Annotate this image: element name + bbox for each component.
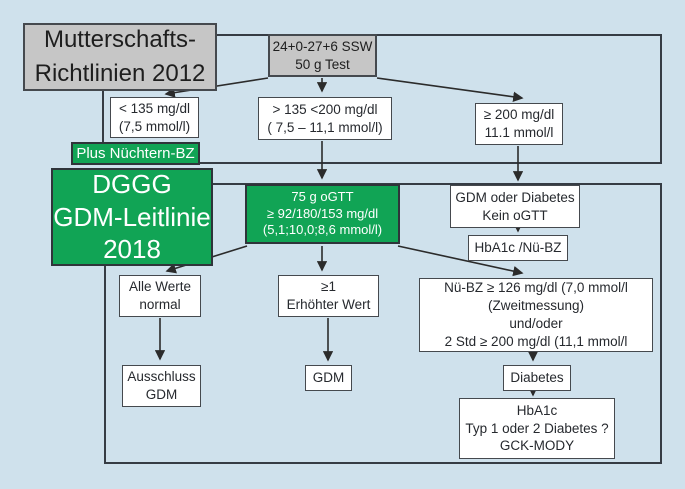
node-line: 24+0-27+6 SSW [272, 38, 373, 54]
node-hba1c-typ: HbA1c Typ 1 oder 2 Diabetes ? GCK-MODY [459, 398, 615, 459]
node-line: ≥ 200 mg/dl [483, 107, 555, 123]
node-line: Erhöhter Wert [286, 297, 371, 312]
node-line: GDM [145, 387, 178, 402]
node-dggg-leitlinie: DGGG GDM-Leitlinie 2018 [51, 168, 213, 266]
node-mutterschafts-richtlinien: Mutterschafts- Richtlinien 2012 [23, 23, 217, 91]
node-line: > 135 <200 mg/dl [272, 101, 378, 117]
node-line: normal [139, 297, 181, 312]
node-line: DGGG [92, 169, 172, 200]
node-erhoehter-wert: ≥1 Erhöhter Wert [278, 275, 379, 317]
node-line: Kein oGTT [482, 207, 548, 223]
node-line: 75 g oGTT [291, 188, 354, 204]
arrow-ogtt-to-nubz [397, 245, 524, 277]
node-ssw-50g-test: 24+0-27+6 SSW 50 g Test [268, 34, 377, 77]
node-line: (7,5 mmol/l) [118, 118, 191, 134]
node-line: 50 g Test [295, 56, 350, 72]
node-nubz-criteria: Nü-BZ ≥ 126 mg/dl (7,0 mmol/l (Zweitmess… [419, 278, 653, 352]
node-alle-werte-normal: Alle Werte normal [119, 275, 201, 317]
node-line: Nü-BZ ≥ 126 mg/dl (7,0 mmol/l [444, 280, 628, 296]
node-gdm: GDM [305, 365, 352, 391]
node-line: und/oder [509, 316, 563, 331]
node-line: GDM-Leitlinie [53, 201, 211, 232]
node-line: Mutterschafts- [43, 26, 197, 54]
node-line: GDM [312, 370, 345, 386]
node-line: Richtlinien 2012 [34, 60, 206, 87]
arrow-50g-to-ge200 [376, 77, 524, 102]
node-plus-nuechtern-bz: Plus Nüchtern-BZ [71, 142, 200, 165]
arrow-50g-to-lt135 [164, 77, 269, 98]
node-75g-ogtt: 75 g oGTT ≥ 92/180/153 mg/dl (5,1;10,0;8… [245, 184, 400, 244]
node-line: ≥1 [321, 279, 336, 295]
node-line: ( 7,5 – 11,1 mmol/l) [267, 119, 383, 135]
node-gdm-oder-diabetes: GDM oder Diabetes Kein oGTT [450, 185, 580, 228]
node-hba1c-nubz: HbA1c /Nü-BZ [468, 235, 568, 261]
mutterschafts-region-outline [102, 34, 662, 164]
node-ge-200: ≥ 200 mg/dl 11.1 mmol/l [475, 103, 563, 145]
node-lt-135: < 135 mg/dl (7,5 mmol/l) [110, 97, 199, 138]
node-line: 11.1 mmol/l [484, 125, 554, 140]
node-line: Typ 1 oder 2 Diabetes ? [465, 420, 609, 436]
node-line: 2 Std ≥ 200 mg/dl (11,1 mmol/l [444, 333, 628, 349]
node-line: HbA1c /Nü-BZ [474, 240, 562, 256]
node-line: GCK-MODY [499, 438, 575, 454]
node-line: (5,1;10,0;8,6 mmol/l) [262, 222, 383, 238]
node-line: < 135 mg/dl [119, 100, 190, 116]
node-135-200: > 135 <200 mg/dl ( 7,5 – 11,1 mmol/l) [258, 97, 392, 140]
node-line: Ausschluss [127, 369, 196, 385]
node-line: Plus Nüchtern-BZ [76, 144, 195, 162]
node-line: ≥ 92/180/153 mg/dl [266, 205, 379, 221]
node-line: Diabetes [510, 370, 564, 386]
node-line: 2018 [103, 234, 161, 265]
node-ausschluss-gdm: Ausschluss GDM [122, 365, 201, 407]
node-line: HbA1c [516, 403, 558, 419]
node-diabetes: Diabetes [503, 365, 571, 391]
node-line: GDM oder Diabetes [455, 189, 575, 205]
node-line: (Zweitmessung) [487, 298, 585, 314]
node-line: Alle Werte [128, 279, 192, 295]
